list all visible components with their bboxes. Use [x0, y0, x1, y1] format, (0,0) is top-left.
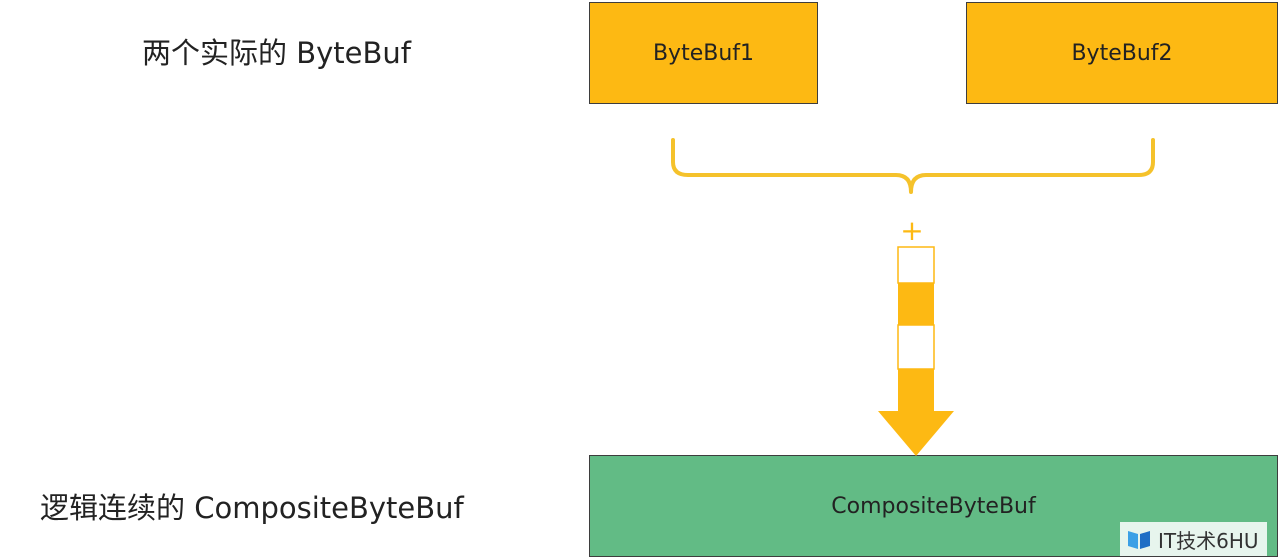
composite-bytebuf-label: CompositeByteBuf	[831, 493, 1036, 519]
bytebuf1-label: ByteBuf1	[652, 40, 755, 66]
top-caption: 两个实际的 ByteBuf	[142, 36, 411, 70]
bytebuf2-label: ByteBuf2	[1071, 40, 1173, 66]
book-logo-icon	[1128, 531, 1150, 549]
watermark: IT技术6HU	[1120, 522, 1267, 556]
bytebuf1-box: ByteBuf1	[589, 2, 818, 104]
plus-sign: +	[900, 214, 923, 247]
merge-arrow	[878, 246, 954, 456]
merge-brace	[671, 138, 1155, 194]
bytebuf2-box: ByteBuf2	[966, 2, 1278, 104]
watermark-text: IT技术6HU	[1158, 528, 1259, 553]
bottom-caption: 逻辑连续的 CompositeByteBuf	[40, 491, 464, 525]
